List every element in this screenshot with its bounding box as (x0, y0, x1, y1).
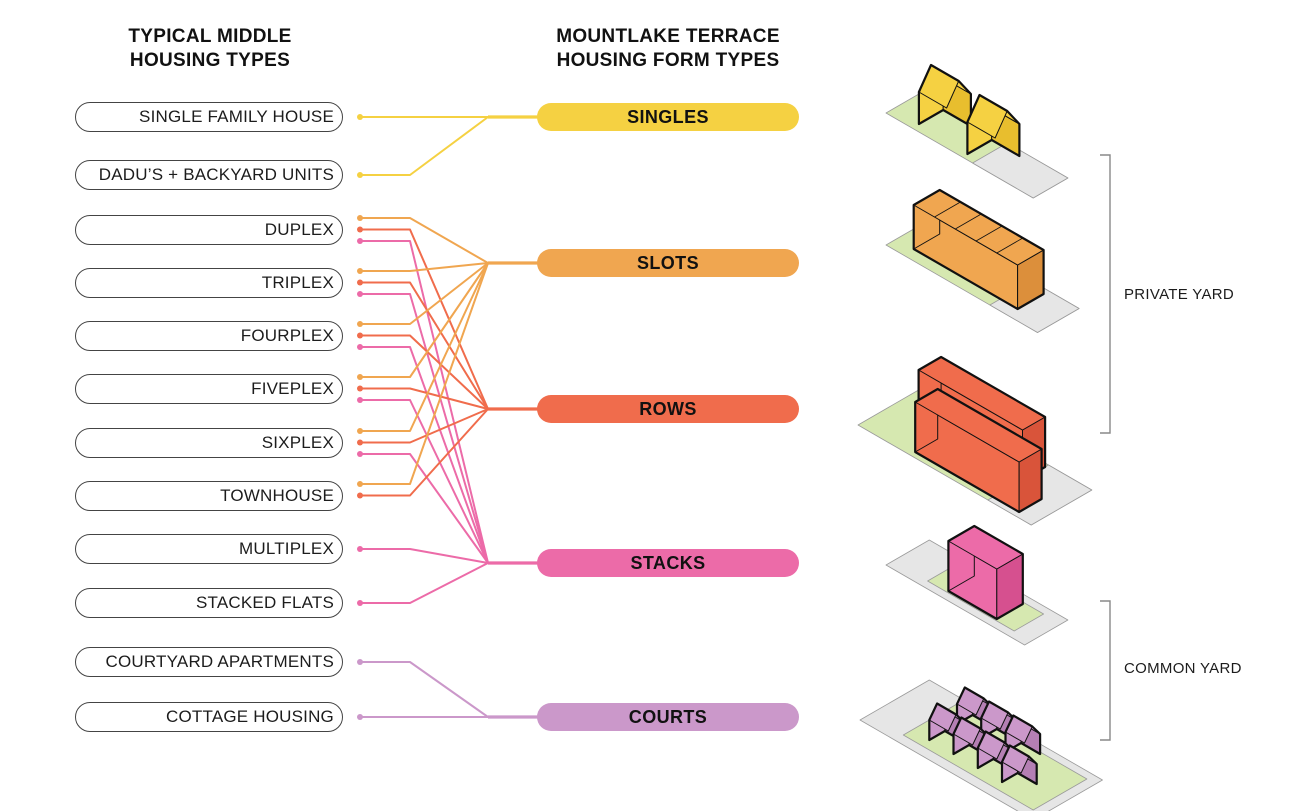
connection-dot (357, 321, 363, 327)
connection-dot (357, 332, 363, 339)
heading-line: HOUSING FORM TYPES (556, 50, 780, 71)
connection-line (360, 262, 489, 378)
form-types-heading: MOUNTLAKE TERRACE HOUSING FORM TYPES (528, 25, 808, 73)
detached-houses-illustration (885, 63, 1069, 199)
connection-line (360, 281, 489, 410)
housing-type-duplex[interactable]: DUPLEX (75, 215, 343, 245)
housing-type-courtyard-apartments[interactable]: COURTYARD APARTMENTS (75, 647, 343, 677)
housing-type-stacked-flats[interactable]: STACKED FLATS (75, 588, 343, 618)
connection-dot (357, 451, 363, 457)
form-type-label: COURTS (628, 706, 708, 727)
connection-line (360, 387, 489, 410)
stacked-apartment-illustration (885, 524, 1069, 646)
connection-dot (357, 428, 363, 434)
connection-dot (357, 600, 363, 606)
connection-dot (357, 546, 363, 552)
form-type-singles[interactable]: SINGLES (537, 103, 799, 131)
form-type-rows[interactable]: ROWS (537, 395, 799, 423)
heading-line: MOUNTLAKE TERRACE (556, 26, 780, 47)
connection-line (360, 408, 489, 444)
connection-dot (357, 385, 363, 392)
connection-dot (357, 659, 363, 665)
connection-line (360, 453, 489, 564)
housing-type-sixplex[interactable]: SIXPLEX (75, 428, 343, 458)
housing-types-heading: TYPICAL MIDDLE HOUSING TYPES (80, 25, 340, 73)
housing-type-cottage-housing[interactable]: COTTAGE HOUSING (75, 702, 343, 732)
connection-line (360, 228, 489, 410)
connection-line (360, 562, 489, 604)
connection-line (360, 262, 489, 485)
common-yard-label: COMMON YARD (1124, 660, 1242, 677)
connection-line (360, 334, 489, 410)
housing-type-label: DADU’S + BACKYARD UNITS (98, 165, 334, 184)
form-type-label: ROWS (639, 398, 697, 419)
connection-dot (357, 481, 363, 487)
housing-type-fiveplex[interactable]: FIVEPLEX (75, 374, 343, 404)
connection-dot (357, 172, 363, 178)
housing-type-triplex[interactable]: TRIPLEX (75, 268, 343, 298)
connection-line (360, 293, 489, 564)
connection-dot (357, 238, 363, 244)
private-yard-bracket (1100, 154, 1111, 434)
connection-line (360, 217, 489, 264)
form-type-label: SLOTS (636, 252, 699, 273)
heading-line: TYPICAL MIDDLE (128, 26, 292, 47)
common-yard-bracket (1100, 600, 1111, 741)
private-yard-label: PRIVATE YARD (1124, 286, 1235, 303)
housing-type-label: TOWNHOUSE (220, 486, 334, 505)
connection-line (360, 262, 489, 325)
housing-type-label: STACKED FLATS (196, 593, 334, 612)
housing-type-dadu-s-backyard-units[interactable]: DADU’S + BACKYARD UNITS (75, 160, 343, 190)
connection-dot (357, 226, 363, 233)
housing-type-label: DUPLEX (264, 220, 334, 239)
connection-dot (357, 439, 363, 446)
housing-type-label: SIXPLEX (261, 433, 334, 452)
connection-line (360, 661, 489, 718)
connection-dot (357, 714, 363, 720)
housing-type-label: TRIPLEX (261, 273, 334, 292)
connection-dot (357, 397, 363, 403)
housing-type-multiplex[interactable]: MULTIPLEX (75, 534, 343, 564)
housing-type-label: FIVEPLEX (251, 379, 334, 398)
housing-type-label: COTTAGE HOUSING (166, 707, 334, 726)
connection-line (360, 346, 489, 564)
connection-line (360, 399, 489, 564)
connection-line (360, 262, 489, 272)
connection-line (360, 548, 489, 564)
cottage-court-illustration (859, 679, 1103, 811)
heading-line: HOUSING TYPES (129, 50, 291, 71)
connection-dot (357, 291, 363, 297)
connection-dot (357, 344, 363, 350)
connection-dot (357, 215, 363, 221)
housing-type-label: FOURPLEX (240, 326, 334, 345)
connection-line (360, 262, 489, 432)
housing-type-townhouse[interactable]: TOWNHOUSE (75, 481, 343, 511)
housing-type-label: SINGLE FAMILY HOUSE (139, 107, 334, 126)
housing-type-single-family-house[interactable]: SINGLE FAMILY HOUSE (75, 102, 343, 132)
connection-dot (357, 374, 363, 380)
connection-line (360, 116, 489, 176)
form-type-courts[interactable]: COURTS (537, 703, 799, 731)
connection-dot (357, 268, 363, 274)
connection-dot (357, 279, 363, 286)
slot-townhomes-illustration (885, 188, 1080, 333)
connection-line (360, 408, 489, 497)
form-type-label: STACKS (630, 552, 706, 573)
form-type-stacks[interactable]: STACKS (537, 549, 799, 577)
connection-dot (357, 114, 363, 120)
connection-line (360, 240, 489, 564)
form-type-slots[interactable]: SLOTS (537, 249, 799, 277)
housing-type-fourplex[interactable]: FOURPLEX (75, 321, 343, 351)
housing-type-label: COURTYARD APARTMENTS (105, 652, 334, 671)
rowhouses-illustration (857, 355, 1093, 526)
form-type-label: SINGLES (627, 106, 709, 127)
connection-dot (357, 492, 363, 499)
housing-type-label: MULTIPLEX (238, 539, 334, 558)
